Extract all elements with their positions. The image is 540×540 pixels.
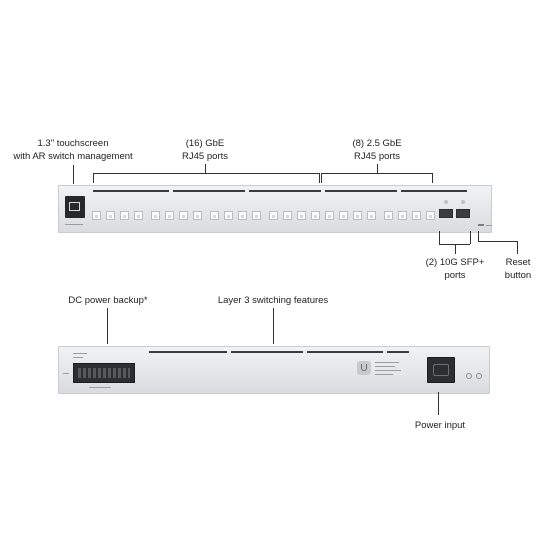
rj45-gbe-port[interactable] [165,211,174,220]
dc-power-connector[interactable] [73,363,135,383]
ubiquiti-logo-icon [357,361,371,375]
rj45-2-5gbe-port[interactable] [353,211,362,220]
rj45-gbe-port[interactable] [134,211,143,220]
rj45-gbe-port[interactable] [193,211,202,220]
label-marking [73,353,87,354]
label-marking [63,373,69,374]
front-panel-chassis [58,185,492,233]
gbe-bracket-top [93,173,320,174]
rj45-2-5gbe-port[interactable] [412,211,421,220]
vent-slot [93,190,169,192]
rj45-gbe-port[interactable] [297,211,306,220]
connector-pins [78,368,130,378]
rj45-gbe-port[interactable] [92,211,101,220]
iec-inlet [433,364,449,376]
sfp-callout: (2) 10G SFP+ ports [425,257,485,281]
rj45-gbe-port[interactable] [106,211,115,220]
vent-slot [149,351,227,353]
gbe25-bracket-top [321,173,433,174]
sfp-leader-stem [455,244,456,254]
sfp-plus-port[interactable] [456,209,470,218]
gbe-bracket-stem [205,164,206,173]
gbe-ports-callout: (16) GbE RJ45 ports [182,138,228,162]
rj45-2-5gbe-port[interactable] [398,211,407,220]
touchscreen-callout: 1.3" touchscreen with AR switch manageme… [13,138,133,162]
power-input-socket[interactable] [427,357,455,383]
grounding-screw-icon [476,373,482,379]
rj45-2-5gbe-port[interactable] [325,211,334,220]
reset-button[interactable] [478,224,484,226]
reset-leader-vertical [478,231,479,241]
screen-icon [69,202,80,211]
dc-power-callout: DC power backup* [68,295,148,306]
power-input-callout: Power input [414,420,466,431]
rj45-gbe-port[interactable] [151,211,160,220]
brand-marking [65,224,83,225]
rj45-gbe-port[interactable] [210,211,219,220]
rear-panel-chassis [58,346,490,394]
sfp-led-1 [444,200,448,204]
l3-callout: Layer 3 switching features [217,295,329,306]
gbe25-ports-callout: (8) 2.5 GbE RJ45 ports [352,138,402,162]
vent-slot [307,351,383,353]
rj45-2-5gbe-port[interactable] [339,211,348,220]
rj45-gbe-port[interactable] [179,211,188,220]
reset-marking [486,225,492,226]
reset-leader-stem [517,241,518,254]
touchscreen-display[interactable] [65,196,85,218]
rj45-gbe-port[interactable] [311,211,320,220]
rj45-gbe-port[interactable] [269,211,278,220]
rj45-gbe-port[interactable] [224,211,233,220]
gbe25-bracket-left [321,173,322,183]
label-marking [375,366,395,367]
rj45-gbe-port[interactable] [120,211,129,220]
label-marking [375,370,401,371]
label-marking [73,357,83,358]
label-marking [89,387,111,388]
dc-power-leader [107,308,108,344]
power-input-leader [438,392,439,415]
l3-leader [273,308,274,344]
label-marking [375,362,399,363]
reset-leader-horizontal [478,241,518,242]
sfp-bracket-right [470,231,471,244]
sfp-bracket-bottom [439,244,470,245]
vent-slot [401,190,467,192]
vent-slot [231,351,303,353]
sfp-plus-port[interactable] [439,209,453,218]
reset-callout: Reset button [504,257,532,281]
vent-slot [173,190,245,192]
gbe25-bracket-right [432,173,433,183]
gbe-bracket-right [319,173,320,183]
vent-slot [249,190,321,192]
gbe-bracket-left [93,173,94,183]
gbe25-bracket-stem [377,164,378,173]
vent-slot [387,351,409,353]
vent-slot [325,190,397,192]
rj45-2-5gbe-port[interactable] [367,211,376,220]
sfp-bracket-left [439,231,440,244]
rj45-gbe-port[interactable] [252,211,261,220]
sfp-led-2 [461,200,465,204]
label-marking [375,374,393,375]
rj45-gbe-port[interactable] [283,211,292,220]
rj45-2-5gbe-port[interactable] [384,211,393,220]
touchscreen-leader-line [73,165,74,184]
rj45-2-5gbe-port[interactable] [426,211,435,220]
grounding-screw-icon [466,373,472,379]
rj45-gbe-port[interactable] [238,211,247,220]
